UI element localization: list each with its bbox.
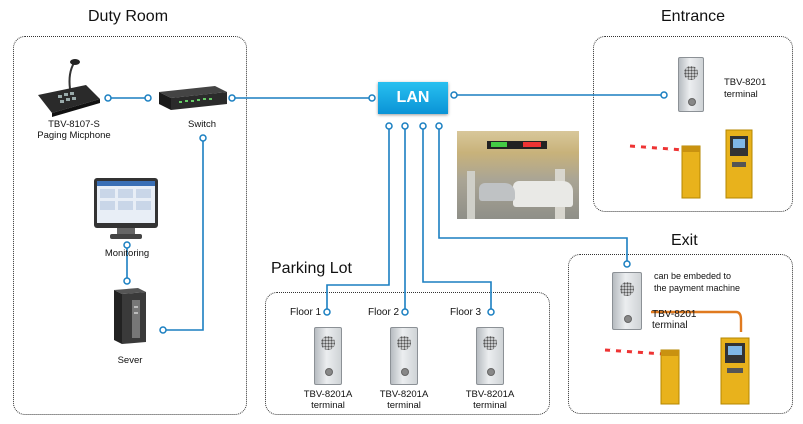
- exit-note-line-2: the payment machine: [654, 283, 741, 293]
- floor-1-terminal-device: [314, 327, 342, 385]
- exit-barrier-gate-icon: [604, 337, 750, 405]
- entrance-title: Entrance: [661, 8, 726, 25]
- floor-2-label: Floor 2: [368, 307, 400, 318]
- entrance-terminal-device: [678, 57, 704, 112]
- exit-terminal-model: TBV-8201: [652, 309, 697, 320]
- floor-1-type: terminal: [311, 400, 345, 411]
- exit-terminal-device: [612, 272, 642, 330]
- exit-terminal-type: terminal: [652, 320, 688, 331]
- network-switch-icon: [159, 86, 227, 110]
- floor-3-model: TBV-8201A: [465, 389, 515, 400]
- parking-lot-title: Parking Lot: [271, 260, 352, 277]
- duty-room-zone: [13, 36, 247, 415]
- floor-3-label: Floor 3: [450, 307, 482, 318]
- switch-label: Switch: [188, 119, 216, 130]
- paging-mic-name: Paging Micphone: [37, 130, 111, 141]
- floor-1-label: Floor 1: [290, 307, 322, 318]
- floor-2-terminal-device: [390, 327, 418, 385]
- duty-room-title: Duty Room: [88, 8, 169, 25]
- entrance-terminal-model: TBV-8201: [724, 77, 767, 88]
- entrance-barrier-gate-icon: [629, 129, 753, 199]
- floor-2-model: TBV-8201A: [379, 389, 429, 400]
- paging-microphone-icon: [38, 59, 100, 117]
- exit-note-line-1: can be embeded to: [654, 271, 732, 281]
- server-icon: [114, 288, 146, 344]
- floor-2-type: terminal: [387, 400, 421, 411]
- floor-1-model: TBV-8201A: [303, 389, 353, 400]
- entrance-zone: [593, 36, 793, 212]
- parking-garage-photo: [457, 131, 579, 219]
- floor-3-type: terminal: [473, 400, 507, 411]
- entrance-terminal-type: terminal: [724, 89, 758, 100]
- lan-label: LAN: [396, 89, 430, 106]
- floor-3-terminal-device: [476, 327, 504, 385]
- exit-title: Exit: [671, 232, 698, 249]
- exit-zone: [568, 254, 793, 414]
- server-label: Sever: [117, 355, 143, 366]
- monitor-icon: [94, 178, 158, 239]
- parking-lot-zone: [265, 292, 550, 415]
- paging-mic-model: TBV-8107-S: [48, 119, 100, 130]
- monitoring-label: Monitoring: [104, 248, 150, 259]
- lan-hub: LAN: [378, 82, 448, 114]
